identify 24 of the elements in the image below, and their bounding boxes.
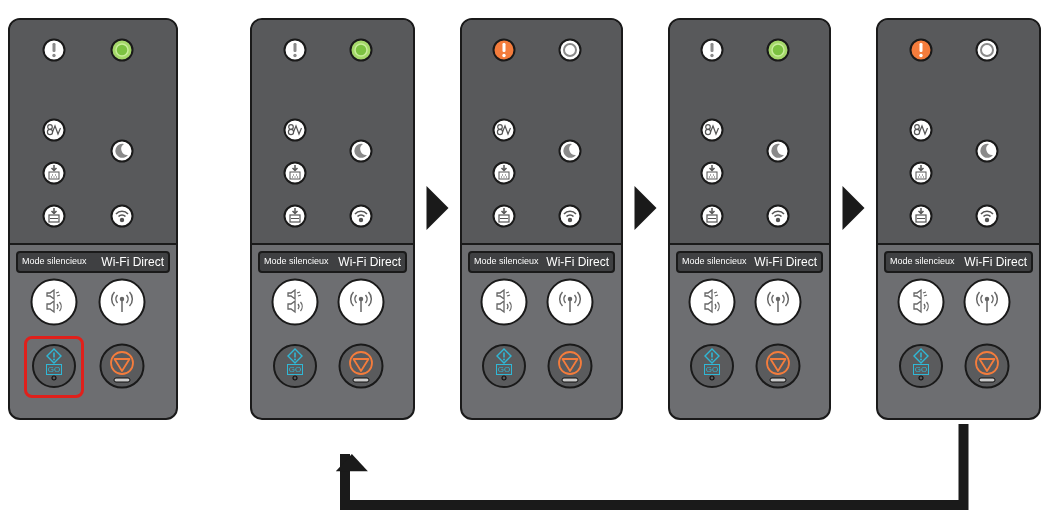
button-label: Mode silencieux: [264, 255, 329, 269]
button-label: Mode silencieux: [682, 255, 747, 269]
control-panel: [668, 18, 831, 420]
button-label: Mode silencieux: [474, 255, 539, 269]
go-button: GO: [273, 344, 317, 388]
go-button: GO: [899, 344, 943, 388]
return-arrow: [335, 424, 969, 510]
go-button: GO: [482, 344, 526, 388]
control-panel: [460, 18, 623, 420]
go-button: GO: [32, 344, 76, 388]
button-label: Wi-Fi Direct: [754, 254, 817, 271]
button-label: Wi-Fi Direct: [964, 254, 1027, 271]
go-button: GO: [690, 344, 734, 388]
chevron-arrow: [842, 186, 865, 230]
button-label: Wi-Fi Direct: [546, 254, 609, 271]
button-label: Wi-Fi Direct: [338, 254, 401, 271]
control-panel: [250, 18, 415, 420]
button-label: Mode silencieux: [890, 255, 955, 269]
control-panel: [876, 18, 1041, 420]
chevron-arrow: [634, 186, 657, 230]
button-label: Mode silencieux: [22, 255, 87, 269]
control-panel: [8, 18, 178, 420]
button-label: Wi-Fi Direct: [101, 254, 164, 271]
chevron-arrow: [426, 186, 449, 230]
